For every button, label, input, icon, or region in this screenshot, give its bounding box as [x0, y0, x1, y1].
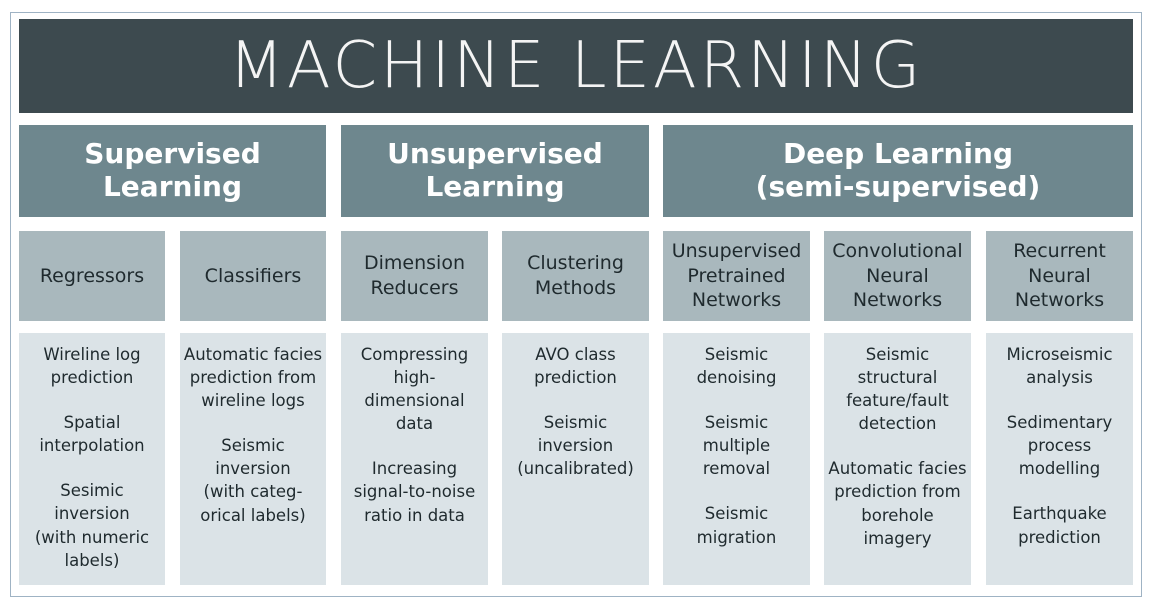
application-item: Microseismic analysis — [1006, 345, 1113, 388]
application-item: Automatic facies prediction from borehol… — [828, 459, 967, 548]
applications-dimension-reducers: Compressing high- dimensional data Incre… — [341, 333, 488, 585]
subcategory-clustering-methods: Clustering Methods — [502, 231, 649, 321]
application-item: Seismic inversion (uncalibrated) — [517, 413, 634, 479]
application-item: Automatic facies prediction from wirelin… — [183, 345, 323, 411]
application-item: Sedimentary process modelling — [1006, 413, 1113, 479]
subcategory-unsupervised-pretrained-networks: Unsupervised Pretrained Networks — [663, 231, 810, 321]
applications-regressors: Wireline log prediction Spatial interpol… — [19, 333, 165, 585]
application-item: Increasing signal-to-noise ratio in data — [353, 459, 476, 525]
applications-classifiers: Automatic facies prediction from wirelin… — [180, 333, 326, 585]
diagram-title: MACHINE LEARNING — [228, 29, 924, 103]
subcategory-dimension-reducers: Dimension Reducers — [341, 231, 488, 321]
applications-recurrent-neural-networks: Microseismic analysis Sedimentary proces… — [986, 333, 1133, 585]
applications-clustering-methods: AVO class prediction Seismic inversion (… — [502, 333, 649, 585]
subcategory-convolutional-neural-networks: Convolutional Neural Networks — [824, 231, 971, 321]
application-item: Wireline log prediction — [43, 345, 141, 388]
application-item: AVO class prediction — [534, 345, 617, 388]
application-item: Seismic migration — [696, 504, 777, 547]
subcategory-classifiers: Classifiers — [180, 231, 326, 321]
application-item: Seismic structural feature/fault detecti… — [846, 345, 949, 434]
application-item: Seismic multiple removal — [702, 413, 771, 479]
subcategory-regressors: Regressors — [19, 231, 165, 321]
title-banner: MACHINE LEARNING — [19, 19, 1133, 113]
applications-unsupervised-pretrained-networks: Seismic denoising Seismic multiple remov… — [663, 333, 810, 585]
application-item: Spatial interpolation — [39, 413, 145, 456]
application-item: Seismic inversion (with categ- orical la… — [200, 436, 306, 525]
subcategory-recurrent-neural-networks: Recurrent Neural Networks — [986, 231, 1133, 321]
category-unsupervised-learning: Unsupervised Learning — [341, 125, 649, 217]
application-item: Seismic denoising — [696, 345, 777, 388]
applications-convolutional-neural-networks: Seismic structural feature/fault detecti… — [824, 333, 971, 585]
diagram-frame: MACHINE LEARNING Supervised Learning Uns… — [10, 12, 1142, 597]
category-deep-learning: Deep Learning (semi-supervised) — [663, 125, 1133, 217]
category-supervised-learning: Supervised Learning — [19, 125, 326, 217]
application-item: Sesimic inversion (with numeric labels) — [34, 481, 150, 570]
application-item: Earthquake prediction — [1012, 504, 1107, 547]
application-item: Compressing high- dimensional data — [360, 345, 469, 434]
